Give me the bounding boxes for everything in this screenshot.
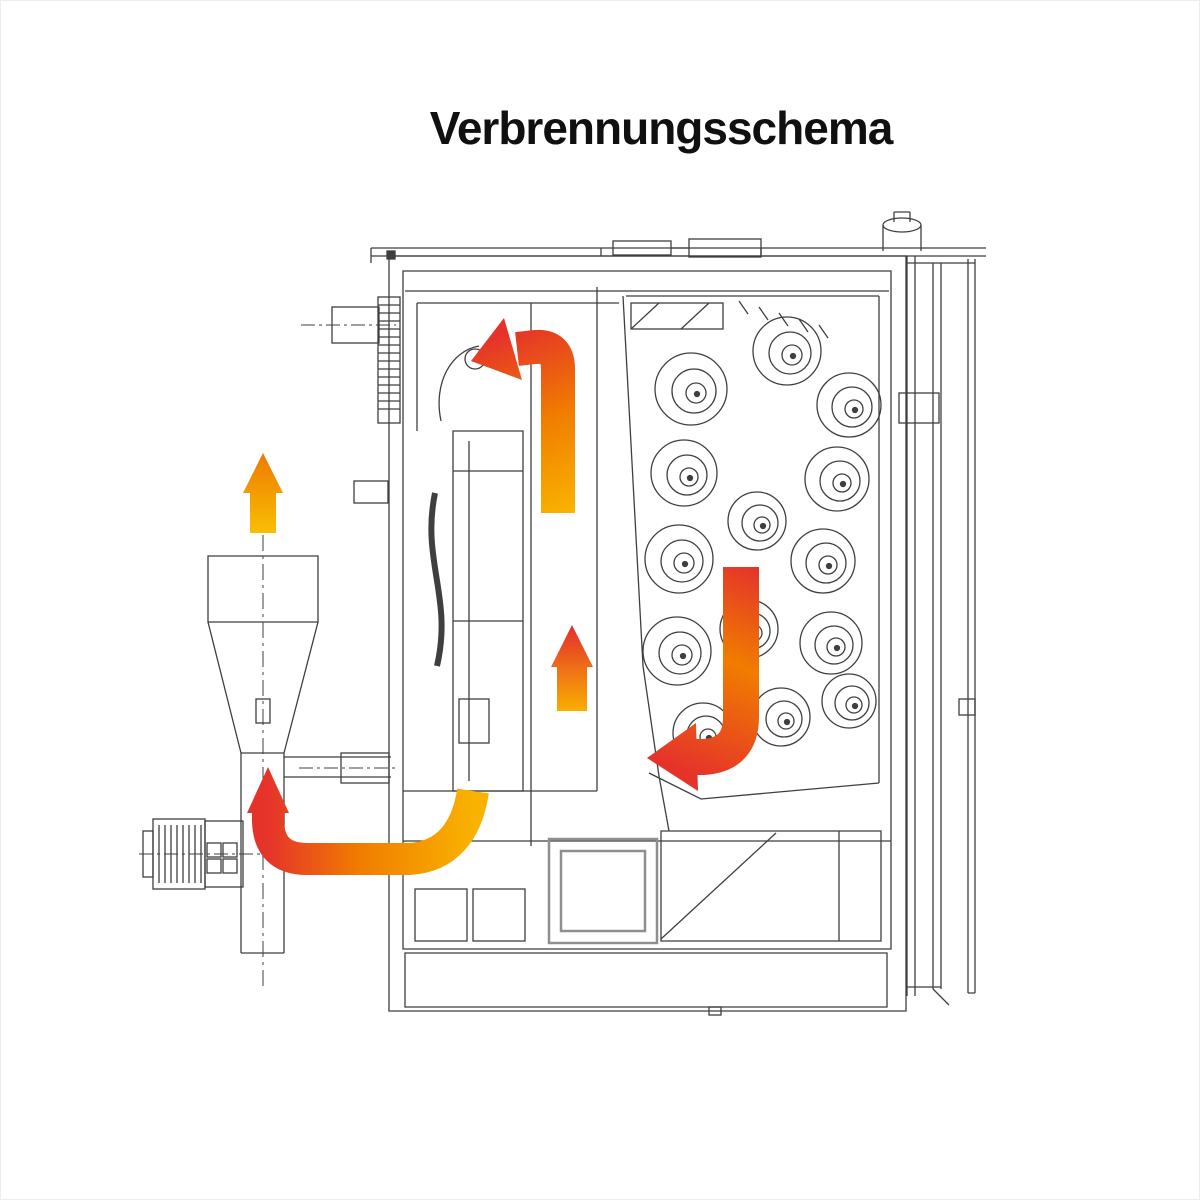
heat-exchanger-arrow	[647, 567, 759, 791]
chimney-collar	[882, 211, 922, 251]
main-flue-arrowhead	[471, 318, 522, 380]
diagram-title: Verbrennungsschema	[429, 102, 894, 154]
ash-chute	[658, 775, 882, 942]
mid-duct-arrow	[551, 625, 593, 711]
burner-column	[414, 303, 526, 942]
boiler-line-art	[139, 211, 986, 1016]
bottom-door	[547, 837, 659, 945]
cyclone-separator	[207, 535, 391, 987]
heat-exchanger-arrowhead	[647, 723, 698, 791]
cyclone-outlet-arrow	[243, 453, 283, 533]
bottom-return-arrow	[247, 767, 489, 875]
cyclone-outlet-arrowhead	[243, 453, 283, 493]
mid-duct-arrowhead	[551, 625, 593, 667]
right-side-panels	[898, 256, 976, 1006]
bottom-return-arrowhead	[247, 767, 289, 813]
damper-assembly	[630, 300, 829, 339]
middle-flue-duct	[405, 287, 889, 846]
boiler-top-frame	[370, 238, 986, 263]
left-wall-details	[299, 296, 401, 784]
main-flue-arrow	[471, 318, 575, 513]
